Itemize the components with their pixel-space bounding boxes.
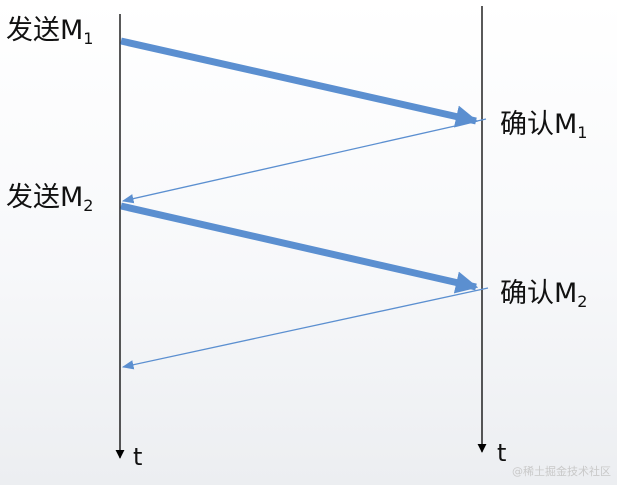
send-m2-text: 发送M xyxy=(6,182,84,213)
ack-m1-subscript: 1 xyxy=(577,123,588,142)
ack-m2-subscript: 2 xyxy=(577,292,588,311)
send-m1-text: 发送M xyxy=(6,15,84,46)
send-m2-subscript: 2 xyxy=(83,196,94,215)
ack-m2-label: 确认M2 xyxy=(500,280,587,310)
receiver-time-label: t xyxy=(497,439,507,467)
ack-m2-arrow xyxy=(121,287,489,370)
sender-time-label: t xyxy=(133,443,143,471)
ack-m1-label: 确认M1 xyxy=(500,111,587,141)
ack-m2-text: 确认M xyxy=(500,278,578,309)
watermark: @稀土掘金技术社区 xyxy=(512,465,611,478)
ack-m1-arrow xyxy=(121,118,487,204)
send-m2-label: 发送M2 xyxy=(6,184,93,214)
send-m1-subscript: 1 xyxy=(83,29,94,48)
send-m1-arrow xyxy=(120,37,479,128)
send-m1-label: 发送M1 xyxy=(6,17,93,47)
ack-m1-text: 确认M xyxy=(500,109,578,140)
send-m2-arrow xyxy=(120,202,479,294)
